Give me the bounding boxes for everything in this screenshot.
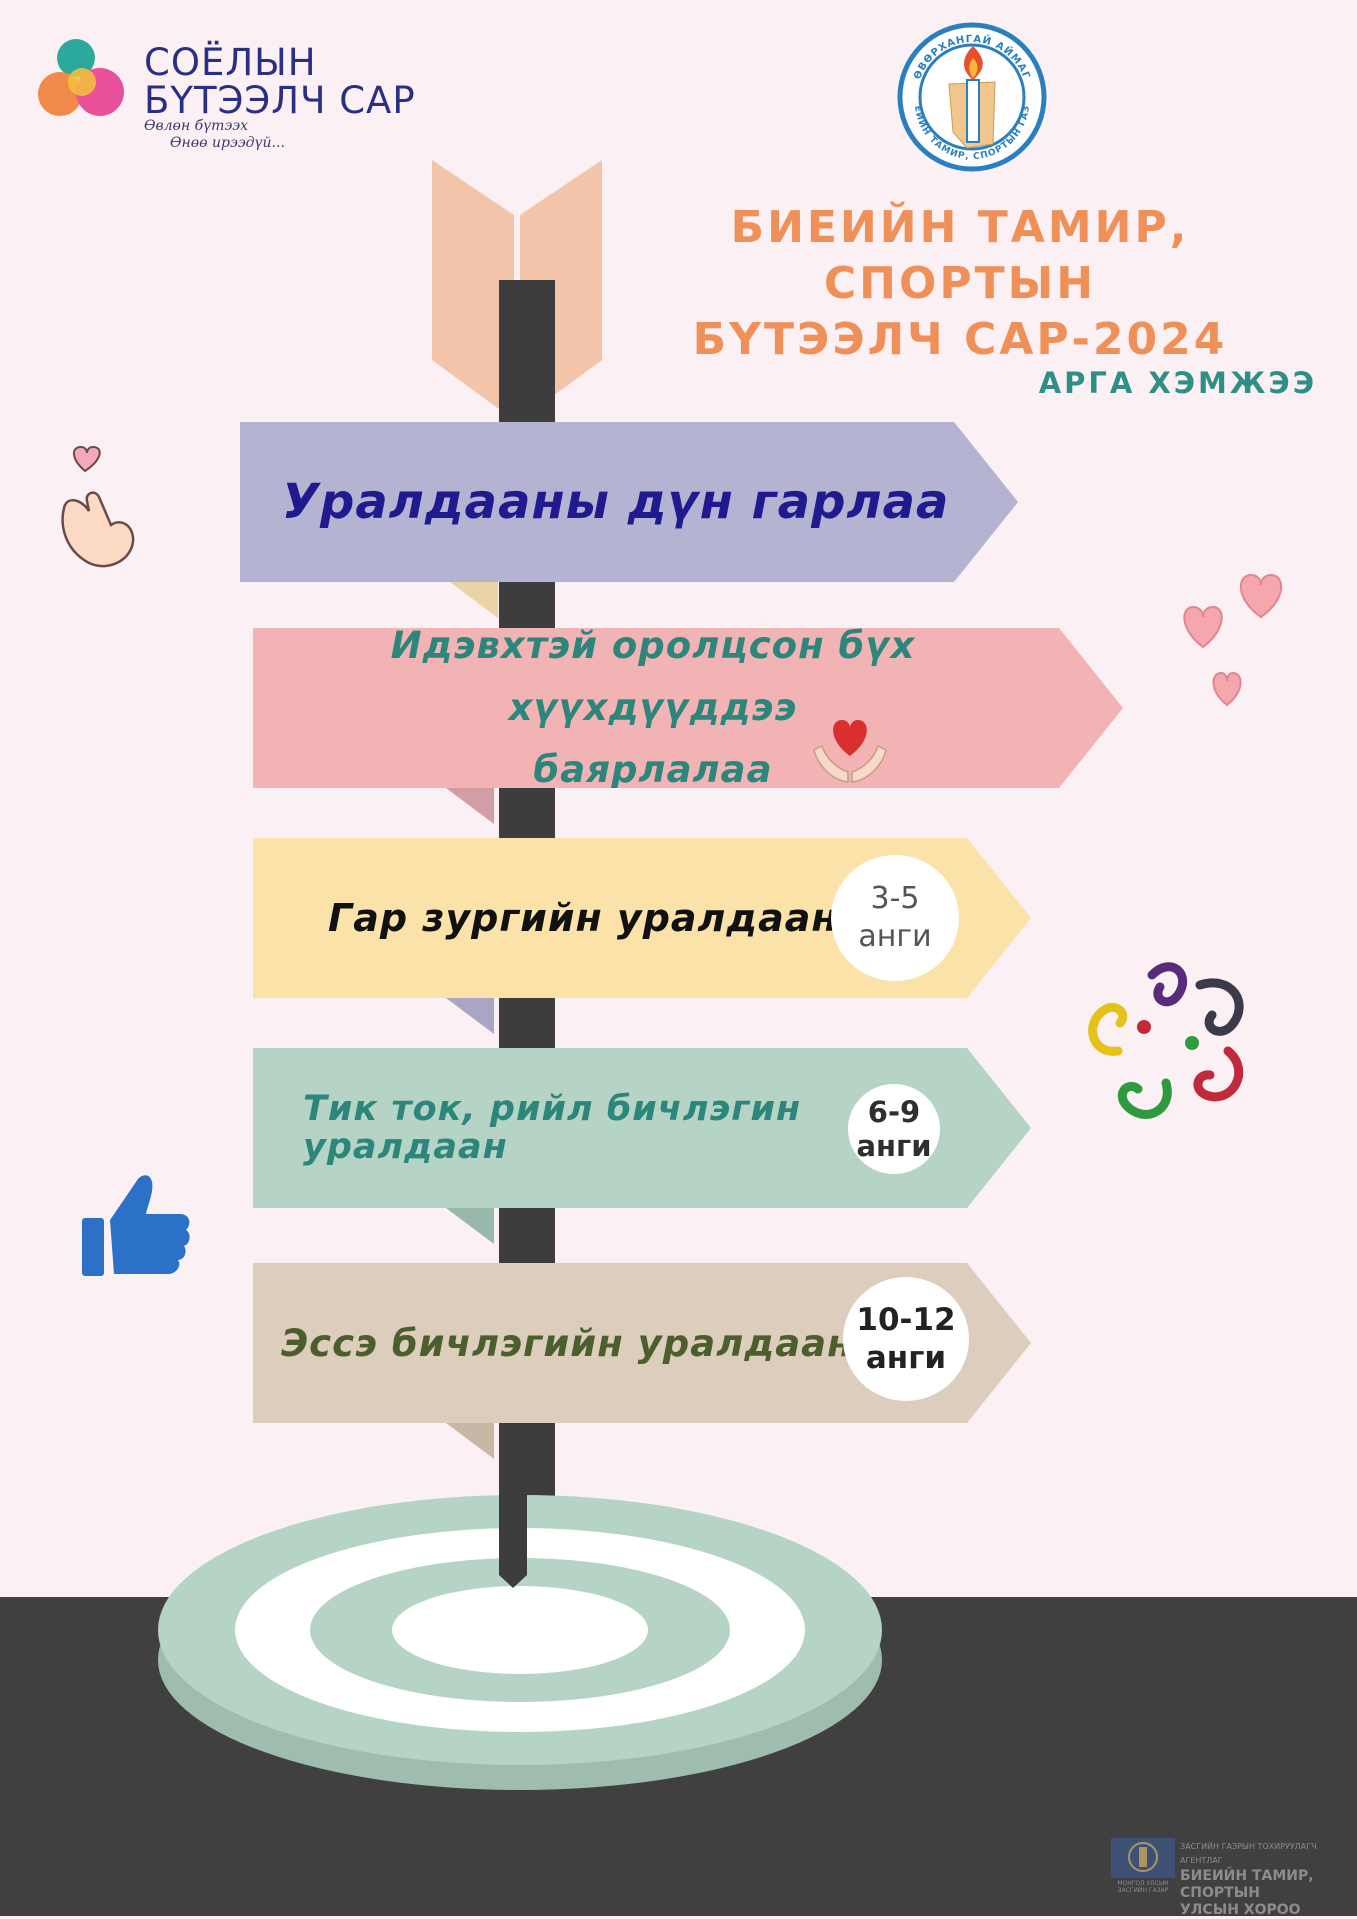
brand-slogan-line2: Өнөө ирээдүй... [170, 135, 285, 151]
finger-heart-icon [61, 445, 135, 568]
brand-title-line1: СОЁЛЫН [144, 41, 317, 84]
agency-small-line: ЗАСГИЙН ГАЗРЫН ТОХИРУУЛАГЧ АГЕНТЛАГ [1180, 1842, 1317, 1865]
agency-line1: БИЕИЙН ТАМИР, СПОРТЫН [1180, 1868, 1314, 1901]
headline-line1: БИЕИЙН ТАМИР, СПОРТЫН [730, 202, 1190, 309]
sign-essay-contest: Эссэ бичлэгийн уралдаан 10-12 анги [253, 1263, 1031, 1423]
headline-line2: БҮТЭЭЛЧ САР-2024 [692, 314, 1228, 365]
brand-slogan: Өвлөн бүтээх Өнөө ирээдүй... [144, 118, 285, 152]
brand-title-line2: БҮТЭЭЛЧ САР [144, 79, 416, 122]
sign-thank-you: Идэвхтэй оролцсон бүх хүүхдүүддээ баярла… [253, 628, 1123, 788]
sign-fold [446, 1423, 494, 1459]
heart-hands-icon [813, 720, 887, 783]
sign-fold [446, 788, 494, 824]
measure-label: АРГА ХЭМЖЭЭ [1038, 366, 1317, 400]
emblem-caption: МОНГОЛ УЛСЫН ЗАСГИЙН ГАЗАР [1110, 1880, 1176, 1894]
grade-badge: 3-5 анги [831, 855, 959, 981]
emblem-caption-line2: ЗАСГИЙН ГАЗАР [1117, 1887, 1169, 1894]
headline: БИЕИЙН ТАМИР, СПОРТЫН БҮТЭЭЛЧ САР-2024 [600, 200, 1320, 368]
brand-slogan-line1: Өвлөн бүтээх [144, 118, 249, 134]
sign-essay-text: Эссэ бичлэгийн уралдаан [281, 1321, 854, 1365]
government-emblem-icon [1111, 1838, 1175, 1878]
emblem-caption-line1: МОНГОЛ УЛСЫН [1117, 1880, 1169, 1887]
sports-department-seal-icon: ӨВӨРХАНГАЙ АЙМАГ БИЕИЙН ТАМИР, СПОРТЫН Г… [897, 22, 1047, 172]
grade-badge: 6-9 анги [848, 1084, 940, 1174]
sign-results-announced: Уралдааны дүн гарлаа [240, 422, 1018, 582]
sign-drawing-text: Гар зургийн уралдаан [328, 896, 839, 940]
sign-fold [446, 1208, 494, 1244]
grade-badge: 10-12 анги [843, 1277, 969, 1401]
agency-name: ЗАСГИЙН ГАЗРЫН ТОХИРУУЛАГЧ АГЕНТЛАГ БИЕИ… [1180, 1840, 1357, 1919]
grade-range: 3-5 [870, 881, 920, 916]
hearts-icon [1183, 573, 1283, 707]
sign-tiktok-text: Тик ток, рийл бичлэгин уралдаан [253, 1090, 801, 1166]
dancers-logo-icon [1088, 962, 1244, 1119]
sign-thank-you-line2: баярлалаа [533, 748, 773, 791]
sign-tiktok-line1: Тик ток, рийл бичлэгин [303, 1089, 802, 1129]
sign-drawing-contest: Гар зургийн уралдаан 3-5 анги [253, 838, 1031, 998]
brand-title: СОЁЛЫН БҮТЭЭЛЧ САР [144, 44, 416, 120]
grade-range: 10-12 [856, 1302, 956, 1338]
sign-fold [450, 582, 498, 618]
thumbs-up-icon [82, 1175, 190, 1276]
sign-thank-you-line1: Идэвхтэй оролцсон бүх хүүхдүүддээ [390, 624, 916, 729]
sign-results-text: Уралдааны дүн гарлаа [282, 474, 950, 530]
sign-fold [446, 998, 494, 1034]
grade-unit: анги [856, 1129, 932, 1163]
sign-tiktok-line2: уралдаан [303, 1127, 508, 1167]
target-base-icon [158, 1480, 882, 1790]
sign-thank-you-text: Идэвхтэй оролцсон бүх хүүхдүүддээ баярла… [253, 615, 1053, 801]
grade-unit: анги [858, 919, 932, 954]
sign-tiktok-contest: Тик ток, рийл бичлэгин уралдаан 6-9 анги [253, 1048, 1031, 1208]
agency-line2: УЛСЫН ХОРОО [1180, 1902, 1301, 1918]
brand-logo-icon [38, 39, 124, 116]
grade-unit: анги [865, 1340, 947, 1376]
grade-range: 6-9 [867, 1095, 921, 1129]
